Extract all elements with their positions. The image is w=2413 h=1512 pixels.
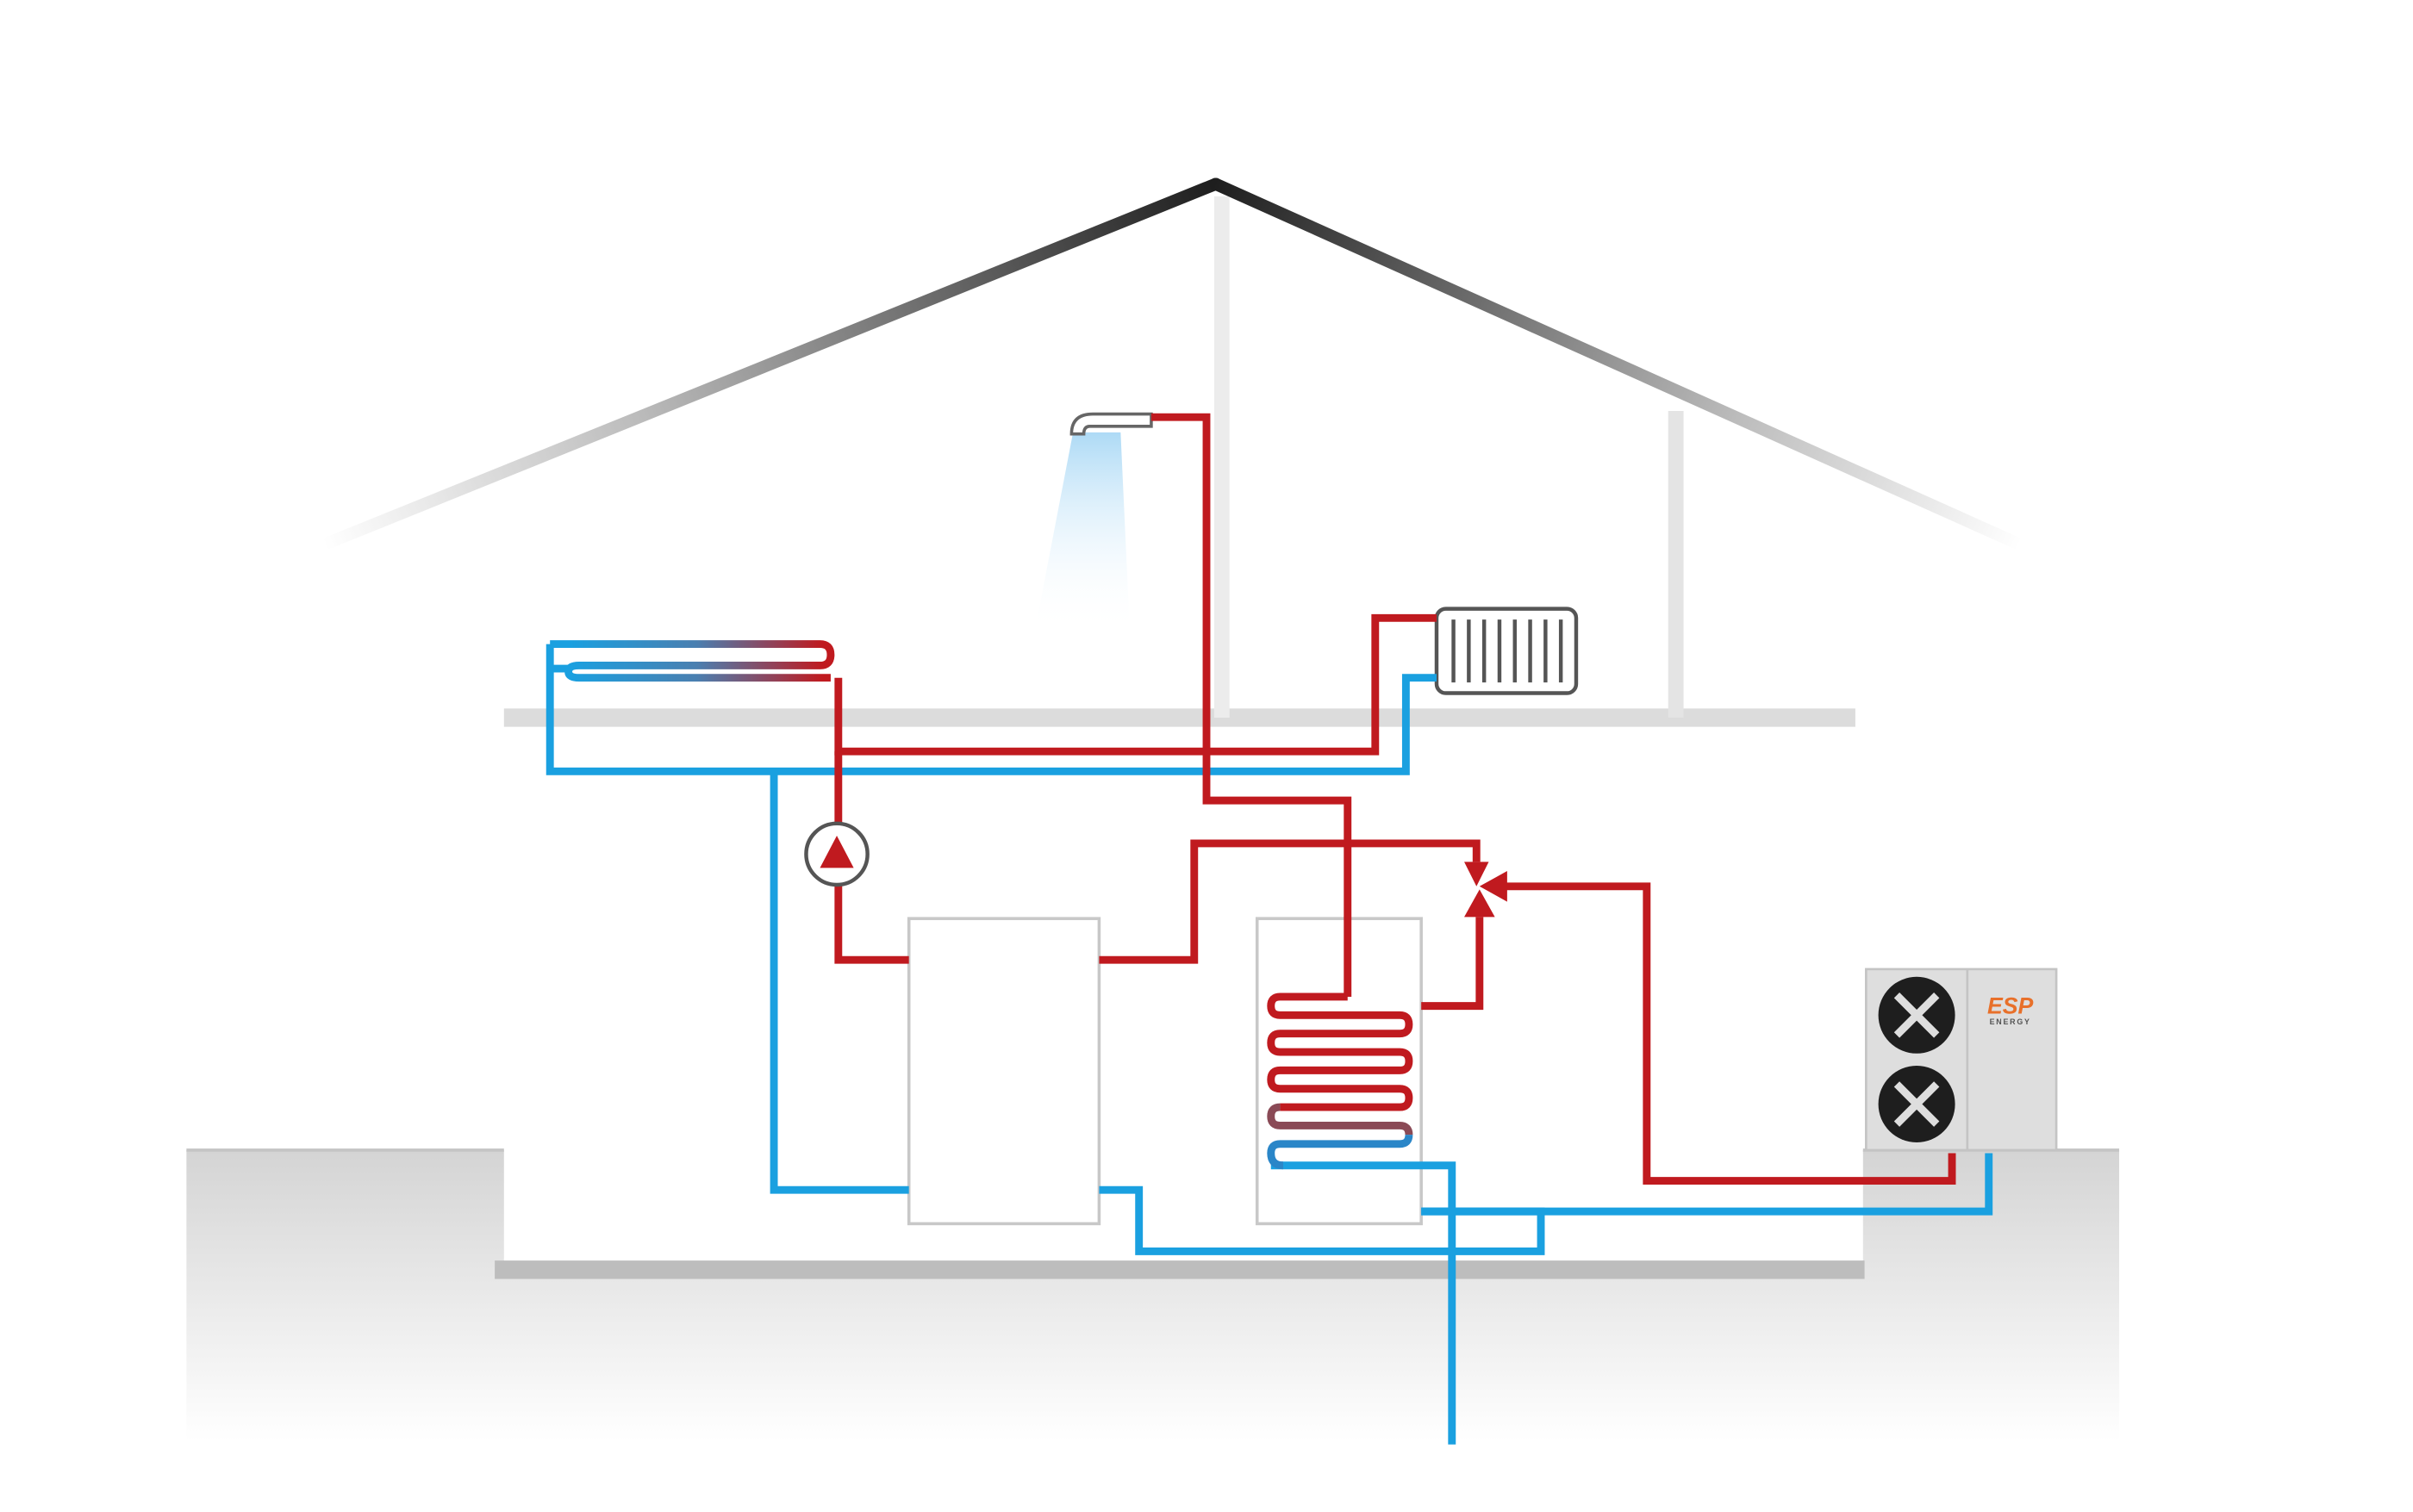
brand-logo-text: ESP: [1987, 993, 2034, 1019]
hot-pipes: [834, 413, 1956, 1185]
diverter-valve: [1464, 862, 1507, 918]
fan-icon: [1878, 976, 1955, 1054]
cold-pipes: [546, 644, 1993, 1445]
house-walls: [495, 196, 1865, 1279]
shower-head: [1034, 412, 1153, 632]
underfloor-heating-coil: [550, 640, 835, 682]
heat-pump-unit: ESP ENERGY: [1865, 968, 2058, 1152]
brand-sub-text: ENERGY: [1990, 1017, 2031, 1026]
fan-icon: [1878, 1066, 1955, 1143]
buffer-tank: [907, 917, 1101, 1226]
radiator: [1434, 607, 1579, 695]
ground: [186, 1148, 2120, 1442]
circulation-pump: [804, 821, 870, 887]
roof: [318, 177, 2026, 551]
cylinder-coil: [1267, 992, 1413, 1170]
